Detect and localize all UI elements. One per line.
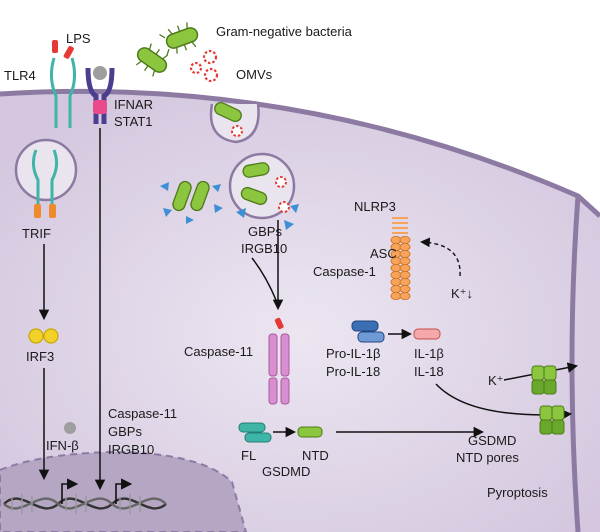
gsdmd-pore-icon-2: [539, 405, 565, 435]
k-efflux-label: K⁺↓: [451, 286, 473, 301]
cell-membrane: [0, 88, 600, 218]
pyroptosis-label: Pyroptosis: [487, 485, 548, 500]
asc-speck-icon: [390, 235, 411, 300]
stat1-label: STAT1: [114, 114, 153, 129]
gram-negative-label: Gram-negative bacteria: [216, 24, 353, 39]
irgb10-label: IRGB10: [241, 241, 287, 256]
tlr4-endosome-icon: [31, 149, 59, 206]
caspase11-gene-label: Caspase-11: [108, 406, 177, 421]
omv-icon: [189, 49, 219, 83]
tlr4-receptor-icon: [49, 57, 77, 128]
ifnar-receptor-icon: [85, 66, 115, 124]
vesicle-bacterium-icon: [214, 101, 242, 123]
transcription-arrows: [61, 478, 133, 504]
irgb10-gene-label: IRGB10: [108, 442, 154, 457]
ifn-beta-label: IFN-β: [46, 438, 79, 453]
vacuole-omv-icon: [275, 176, 290, 213]
gbp-icon: [236, 204, 299, 230]
lps-label: LPS: [66, 31, 91, 46]
pro-il18-label: Pro-IL-18: [326, 364, 380, 379]
ntd-label: NTD: [302, 448, 329, 463]
il18-label: IL-18: [414, 364, 444, 379]
k-efflux-arrow: [420, 237, 461, 277]
vacuole-bacteria-icon: [240, 162, 270, 206]
caspase1-label: Caspase-1: [313, 264, 376, 279]
bacteria-icon: [135, 22, 199, 77]
il1b-label: IL-1β: [414, 346, 444, 361]
ifnar-label: IFNAR: [114, 97, 153, 112]
trif-label: TRIF: [22, 226, 51, 241]
gbps-label: GBPs: [248, 224, 282, 239]
il1b-icon: [413, 328, 441, 340]
caspase11-label: Caspase-11: [184, 344, 253, 359]
gsdmd-label: GSDMD: [262, 464, 310, 479]
pro-il1-icon: [351, 320, 385, 343]
ntd-icon: [297, 426, 323, 438]
asc-label: ASC: [370, 246, 397, 261]
vesicle-omv-icon: [231, 125, 243, 137]
ifn-beta-icon: [64, 422, 76, 434]
signaling-arrows-left: [38, 128, 106, 491]
trif-icon: [34, 204, 56, 218]
gsdmd-fl-icon: [238, 422, 272, 443]
gbps-gene-label: GBPs: [108, 424, 142, 439]
irf3-label: IRF3: [26, 349, 54, 364]
gbp-coated-bacteria-icon: [160, 180, 223, 224]
pro-il1b-label: Pro-IL-1β: [326, 346, 380, 361]
gsdmd-pores-label-1: GSDMD: [468, 433, 516, 448]
nlrp3-label: NLRP3: [354, 199, 396, 214]
fl-label: FL: [241, 448, 256, 463]
irf3-icon: [28, 328, 59, 344]
nucleus: [0, 450, 248, 532]
gsdmd-pore-icon: [531, 365, 557, 395]
omvs-label: OMVs: [236, 67, 273, 82]
cell-cytoplasm: [0, 91, 600, 532]
k-plus-label: K⁺: [488, 373, 504, 388]
lps-icon: [52, 40, 74, 59]
endosome: [14, 138, 78, 202]
nlrp3-icon: [392, 217, 408, 234]
tlr4-label: TLR4: [4, 68, 36, 83]
cell-membrane-right: [569, 195, 581, 532]
caspase11-icon: [268, 317, 290, 405]
vacuole-to-caspase11-arrows: [251, 220, 284, 311]
gsdmd-pores-label-2: NTD pores: [456, 450, 519, 465]
dna-helix: [3, 494, 167, 514]
